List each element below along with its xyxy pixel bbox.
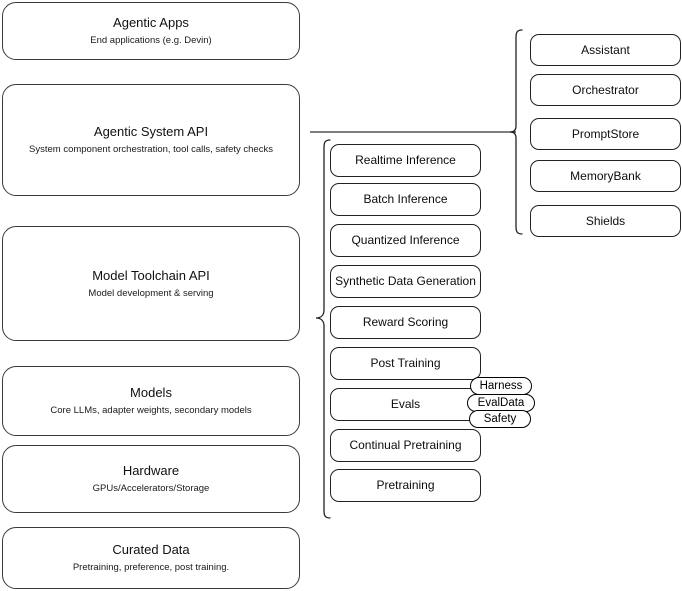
capability-label: Pretraining: [376, 478, 435, 492]
layer-title: Hardware: [122, 463, 180, 478]
layer-models[interactable]: Models Core LLMs, adapter weights, secon…: [2, 366, 300, 436]
layer-title: Agentic System API: [93, 124, 209, 139]
layer-subtitle: System component orchestration, tool cal…: [29, 144, 273, 155]
layer-hardware[interactable]: Hardware GPUs/Accelerators/Storage: [2, 445, 300, 513]
capability-synthetic-data-generation[interactable]: Synthetic Data Generation: [330, 265, 481, 298]
component-assistant[interactable]: Assistant: [530, 34, 681, 66]
layer-subtitle: Model development & serving: [88, 287, 214, 299]
capability-label: Quantized Inference: [351, 233, 460, 247]
capability-label: Continual Pretraining: [349, 438, 462, 452]
layer-subtitle: End applications (e.g. Devin): [90, 35, 212, 46]
layer-title: Model Toolchain API: [92, 267, 210, 283]
component-orchestrator[interactable]: Orchestrator: [530, 74, 681, 106]
component-memorybank[interactable]: MemoryBank: [530, 160, 681, 192]
capability-label: Evals: [390, 397, 421, 411]
component-promptstore[interactable]: PromptStore: [530, 118, 681, 150]
capability-batch-inference[interactable]: Batch Inference: [330, 183, 481, 216]
component-label: MemoryBank: [570, 168, 641, 183]
layer-agentic-apps[interactable]: Agentic Apps End applications (e.g. Devi…: [2, 2, 300, 60]
component-label: PromptStore: [571, 126, 640, 141]
layer-agentic-system-api[interactable]: Agentic System API System component orch…: [2, 84, 300, 196]
capability-label: Reward Scoring: [362, 315, 449, 329]
layer-curated-data[interactable]: Curated Data Pretraining, preference, po…: [2, 527, 300, 589]
layer-subtitle: Core LLMs, adapter weights, secondary mo…: [50, 405, 252, 416]
capability-reward-scoring[interactable]: Reward Scoring: [330, 306, 481, 339]
component-label: Orchestrator: [572, 82, 639, 97]
eval-pill-label: EvalData: [477, 396, 525, 409]
capability-realtime-inference[interactable]: Realtime Inference: [330, 144, 481, 177]
layer-title: Agentic Apps: [113, 15, 189, 30]
eval-pill-harness[interactable]: Harness: [470, 377, 532, 395]
capability-pretraining[interactable]: Pretraining: [330, 469, 481, 502]
layer-subtitle: Pretraining, preference, post training.: [72, 562, 230, 573]
connector-system-api-to-components: [300, 29, 530, 235]
connector-toolchain-api-to-capabilities: [306, 138, 332, 522]
capability-continual-pretraining[interactable]: Continual Pretraining: [330, 429, 481, 462]
component-label: Shields: [585, 213, 626, 228]
layer-model-toolchain-api[interactable]: Model Toolchain API Model development & …: [2, 226, 300, 341]
capability-label: Batch Inference: [363, 192, 448, 206]
component-shields[interactable]: Shields: [530, 205, 681, 237]
capability-label: Realtime Inference: [355, 153, 456, 167]
capability-evals[interactable]: Evals: [330, 388, 481, 421]
layer-subtitle: GPUs/Accelerators/Storage: [92, 483, 210, 494]
eval-pill-label: Harness: [479, 379, 523, 392]
eval-pill-label: Safety: [483, 412, 517, 425]
capability-label: Post Training: [370, 356, 441, 370]
layer-title: Curated Data: [112, 542, 190, 557]
eval-pill-safety[interactable]: Safety: [469, 410, 531, 428]
component-label: Assistant: [581, 42, 630, 57]
layer-title: Models: [130, 385, 172, 400]
capability-quantized-inference[interactable]: Quantized Inference: [330, 224, 481, 257]
capability-post-training[interactable]: Post Training: [330, 347, 481, 380]
capability-label: Synthetic Data Generation: [335, 274, 476, 288]
